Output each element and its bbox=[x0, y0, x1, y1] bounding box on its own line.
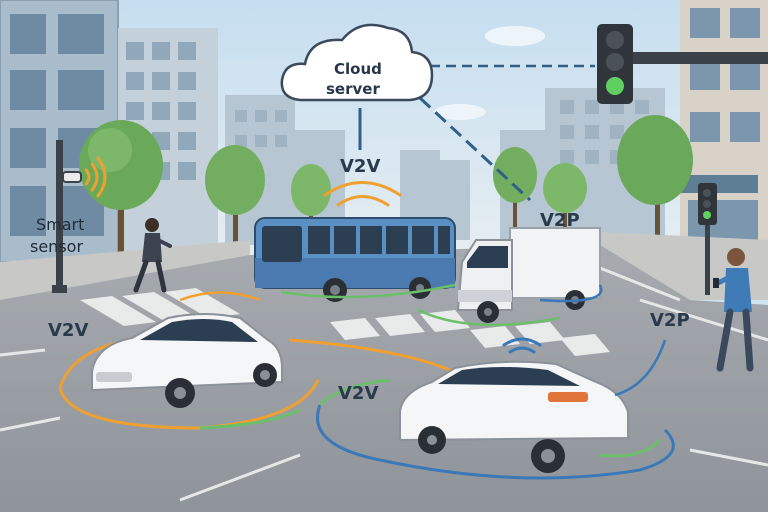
cloud-label-line2: server bbox=[326, 80, 380, 98]
sensor-signal-icon bbox=[84, 156, 107, 198]
tree bbox=[205, 145, 265, 245]
tree bbox=[291, 164, 331, 230]
truck bbox=[456, 227, 601, 323]
right-car-range-ring bbox=[316, 378, 675, 480]
traffic-light-main bbox=[597, 24, 768, 104]
label-v2v-left: V2V bbox=[48, 320, 88, 341]
building-right bbox=[680, 0, 768, 268]
smart-sensor-pole bbox=[52, 140, 82, 293]
traffic-light-small bbox=[698, 183, 717, 295]
pedestrian-left bbox=[133, 218, 172, 293]
label-v2v-mid: V2V bbox=[338, 383, 378, 404]
bus-range-ring bbox=[179, 283, 456, 302]
cloud-server-icon bbox=[280, 23, 434, 102]
link-cloud-to-truck bbox=[418, 96, 532, 202]
road bbox=[0, 245, 768, 512]
sky-cloud bbox=[485, 26, 545, 46]
crosswalk bbox=[80, 288, 610, 356]
pedestrian-right bbox=[713, 248, 754, 372]
car-right-signal-icon bbox=[502, 337, 542, 354]
sky-cloud bbox=[434, 104, 486, 120]
label-v2p-right: V2P bbox=[650, 310, 690, 331]
tree bbox=[543, 163, 587, 235]
sensor-label-line1: Smart bbox=[36, 215, 84, 234]
sensor-label-line2: sensor bbox=[30, 237, 83, 256]
tree bbox=[617, 115, 693, 250]
bus bbox=[254, 217, 456, 302]
cloud-label-line1: Cloud bbox=[334, 60, 382, 78]
bus-signal-icon bbox=[323, 181, 402, 207]
car-right bbox=[399, 360, 629, 473]
link-car-to-pedestrian bbox=[614, 339, 667, 397]
label-v2p-top: V2P bbox=[540, 210, 580, 231]
traffic-light-green-lamp bbox=[606, 77, 624, 95]
label-v2v-top: V2V bbox=[340, 156, 380, 177]
tree bbox=[493, 147, 537, 230]
car-left bbox=[91, 313, 283, 408]
truck-range-ring bbox=[417, 284, 603, 327]
